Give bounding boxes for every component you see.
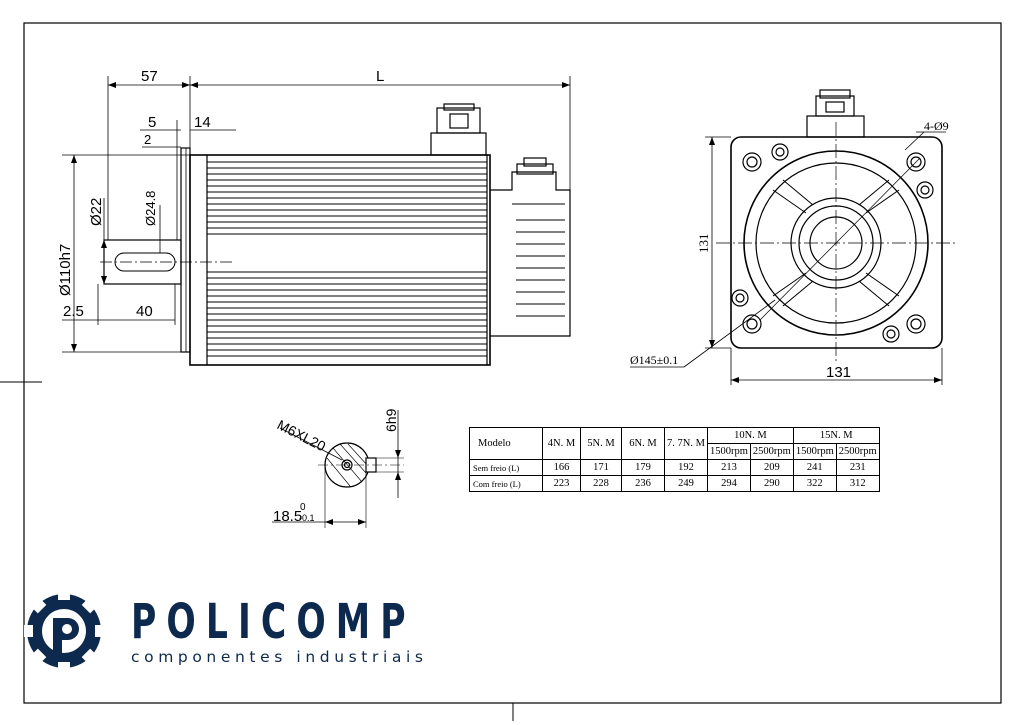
table-subheader-1500rpm: 1500rpm	[792, 443, 837, 460]
dim-L: L	[376, 68, 384, 85]
table-header-model: Modelo	[469, 427, 543, 460]
dim-40: 40	[136, 303, 153, 320]
table-cell: 231	[835, 459, 880, 476]
table-header-7-7nm: 7. 7N. M	[664, 427, 708, 460]
policomp-logo: POLICOMP componentes industriais	[131, 598, 526, 666]
table-header-6nm: 6N. M	[621, 427, 665, 460]
table-cell: 294	[707, 475, 751, 492]
dim-4-phi9: 4-Ø9	[924, 119, 949, 133]
side-view-dimension-arrows	[71, 82, 570, 352]
dim-2: 2	[144, 132, 151, 147]
table-header-15nm: 15N. M	[792, 427, 880, 444]
table-cell: 236	[621, 475, 665, 492]
table-cell: 312	[835, 475, 880, 492]
side-view	[100, 103, 571, 366]
dim-14: 14	[194, 114, 211, 131]
table-header-row: Modelo 4N. M 5N. M 6N. M 7. 7N. M 10N. M…	[469, 427, 880, 460]
table-header-4nm: 4N. M	[542, 427, 581, 460]
dim-18-5-lower: -0.1	[299, 513, 315, 523]
dim-phi22: Ø22	[88, 198, 105, 226]
dim-phi110h7: Ø110h7	[57, 244, 74, 296]
dim-18-5: 18.5	[273, 508, 302, 525]
front-view	[716, 89, 956, 362]
table-subheader-row: 1500rpm 2500rpm 1500rpm 2500rpm	[470, 443, 880, 460]
policomp-logo-icon	[24, 591, 104, 671]
table-subheader-2500rpm: 2500rpm	[749, 443, 794, 460]
dim-2-5: 2.5	[63, 303, 84, 320]
table-cell: 213	[707, 459, 751, 476]
dim-m6xl20: M6XL20	[275, 416, 329, 454]
dim-phi145: Ø145±0.1	[630, 353, 678, 367]
dim-phi24-8: Ø24.8	[143, 191, 158, 226]
table-cell: 209	[749, 459, 794, 476]
table-cell: 249	[664, 475, 708, 492]
dim-5: 5	[148, 114, 156, 131]
specification-table: Modelo 4N. M 5N. M 6N. M 7. 7N. M 10N. M…	[469, 427, 880, 492]
dim-131-horizontal: 131	[826, 364, 851, 381]
table-cell: 166	[542, 459, 581, 476]
table-cell: 179	[621, 459, 665, 476]
table-subheader-1500rpm: 1500rpm	[707, 443, 751, 460]
table-cell: 241	[792, 459, 837, 476]
table-cell: 322	[792, 475, 837, 492]
table-row: Com freio (L) 223 228 236 249 294 290 32…	[469, 475, 880, 492]
dim-6h9: 6h9	[383, 408, 399, 432]
table-row-label: Sem freio (L)	[469, 459, 543, 476]
front-view-dimensions	[630, 131, 946, 385]
front-view-dimension-arrows	[709, 137, 942, 383]
table-cell: 290	[749, 475, 794, 492]
dim-131-vertical: 131	[696, 234, 711, 254]
table-header-10nm: 10N. M	[707, 427, 794, 444]
table-cell: 223	[542, 475, 581, 492]
table-cell: 228	[580, 475, 622, 492]
brand-tagline: componentes industriais	[131, 648, 428, 666]
dim-18-5-upper: 0	[300, 502, 306, 513]
table-row-label: Com freio (L)	[469, 475, 543, 492]
table-row: Sem freio (L) 166 171 179 192 213 209 24…	[469, 459, 880, 476]
table-cell: 192	[664, 459, 708, 476]
table-header-5nm: 5N. M	[580, 427, 622, 460]
shaft-section-arrows	[325, 450, 401, 525]
shaft-section	[272, 410, 404, 528]
brand-name: POLICOMP	[131, 594, 416, 650]
dim-57: 57	[141, 68, 158, 85]
table-cell: 171	[580, 459, 622, 476]
table-subheader-2500rpm: 2500rpm	[835, 443, 880, 460]
